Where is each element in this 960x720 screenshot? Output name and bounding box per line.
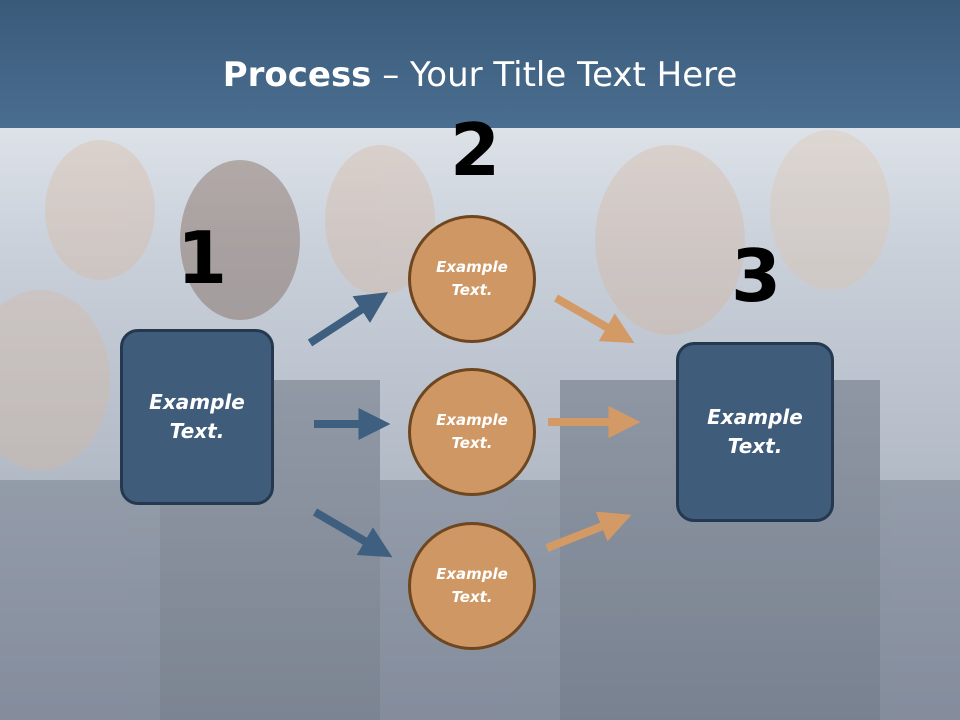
arrow-from-circle-3 [545,511,632,552]
step-2-circle-3: Example Text. [408,522,536,650]
step-2-number: 2 [450,108,501,192]
step-1-box-text: Example Text. [149,390,245,443]
step-1-number: 1 [177,216,228,300]
arrow-to-circle-1 [307,292,389,347]
arrow-to-circle-3 [312,508,393,558]
arrow-from-circle-1 [554,294,635,344]
step-3-box-text: Example Text. [707,405,803,458]
step-2-circle-1: Example Text. [408,215,536,343]
step-3-box: Example Text. [676,342,834,522]
circle-2-text: Example Text. [436,411,508,452]
step-1-box: Example Text. [120,329,274,505]
title-rest: – Your Title Text Here [371,55,738,95]
page-title: Process – Your Title Text Here [0,54,960,96]
title-bar [0,0,960,128]
step-2-circle-2: Example Text. [408,368,536,496]
title-bold: Process [222,55,372,95]
circle-1-text: Example Text. [436,258,508,299]
step-3-number: 3 [731,234,782,318]
circle-3-text: Example Text. [436,565,508,606]
